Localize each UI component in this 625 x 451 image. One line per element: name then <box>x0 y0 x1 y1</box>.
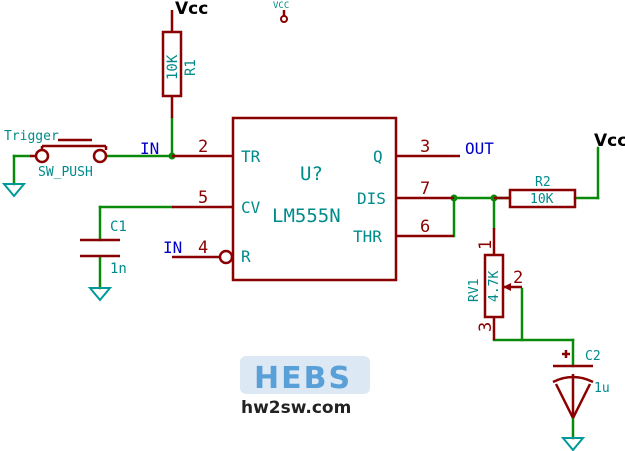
hebs-logo: HEBS hw2sw.com <box>240 356 370 418</box>
vcc-top-symbol: Vcc <box>170 0 208 32</box>
push-switch: Trigger SW_PUSH <box>4 129 108 180</box>
vcc-small-symbol: VCC <box>273 1 289 23</box>
r1-value: 10K <box>165 54 181 80</box>
ic-part: LM555N <box>272 205 341 227</box>
resistor-r2: R2 10K <box>494 175 577 209</box>
pin-name-r: R <box>241 247 251 266</box>
vcc-right-symbol: Vcc <box>594 131 625 151</box>
vcc-right-label: Vcc <box>594 131 625 151</box>
pin-number-cv: 5 <box>198 188 208 208</box>
pin-number-thr: 6 <box>420 217 430 237</box>
resistor-r1: 10K R1 <box>161 30 199 118</box>
r2-value: 10K <box>530 192 554 207</box>
wires <box>12 116 600 440</box>
logo-text: HEBS <box>254 361 352 396</box>
rv1-value: 4.7K <box>487 271 502 302</box>
ic-lm555: 2 5 4 3 7 6 TR CV R Q DIS THR U? LM555N <box>172 116 460 282</box>
logo-url: hw2sw.com <box>241 398 351 418</box>
switch-ref: SW_PUSH <box>38 165 93 180</box>
pin-name-dis: DIS <box>357 189 386 208</box>
ground-symbol-switch <box>1 183 27 198</box>
pin-name-cv: CV <box>241 198 261 217</box>
rv1-pin2: 2 <box>513 268 523 288</box>
rv1-pin1: 1 <box>476 240 496 250</box>
vcc-top-label: Vcc <box>175 0 208 19</box>
ground-symbol-c1 <box>87 287 113 302</box>
pin-number-q: 3 <box>420 137 430 157</box>
net-label-out: OUT <box>465 139 494 158</box>
r1-ref: R1 <box>183 59 199 76</box>
capacitor-c2: C2 1u <box>552 349 610 419</box>
net-label-in-trigger: IN <box>140 139 159 158</box>
c2-ref: C2 <box>585 349 601 364</box>
ground-symbol-c2 <box>560 437 586 451</box>
vcc-small-label: VCC <box>273 1 289 11</box>
pin-name-tr: TR <box>241 147 261 166</box>
r2-ref: R2 <box>535 175 551 190</box>
ic-ref: U? <box>300 163 323 185</box>
pin-name-q: Q <box>373 147 383 166</box>
pin-number-r: 4 <box>198 238 208 258</box>
net-label-in-reset: IN <box>163 238 182 257</box>
capacitor-c1: C1 1n <box>80 219 127 277</box>
rv1-pin3: 3 <box>476 322 496 332</box>
c2-value: 1u <box>594 381 610 396</box>
pin-number-tr: 2 <box>198 137 208 157</box>
switch-label: Trigger <box>4 129 59 144</box>
pin-number-dis: 7 <box>420 179 430 199</box>
c1-ref: C1 <box>110 219 127 235</box>
c1-value: 1n <box>110 261 127 277</box>
pin-name-thr: THR <box>353 227 382 246</box>
rv1-ref: RV1 <box>467 279 482 302</box>
potentiometer-rv1: 1 2 3 4.7K RV1 <box>467 228 523 340</box>
